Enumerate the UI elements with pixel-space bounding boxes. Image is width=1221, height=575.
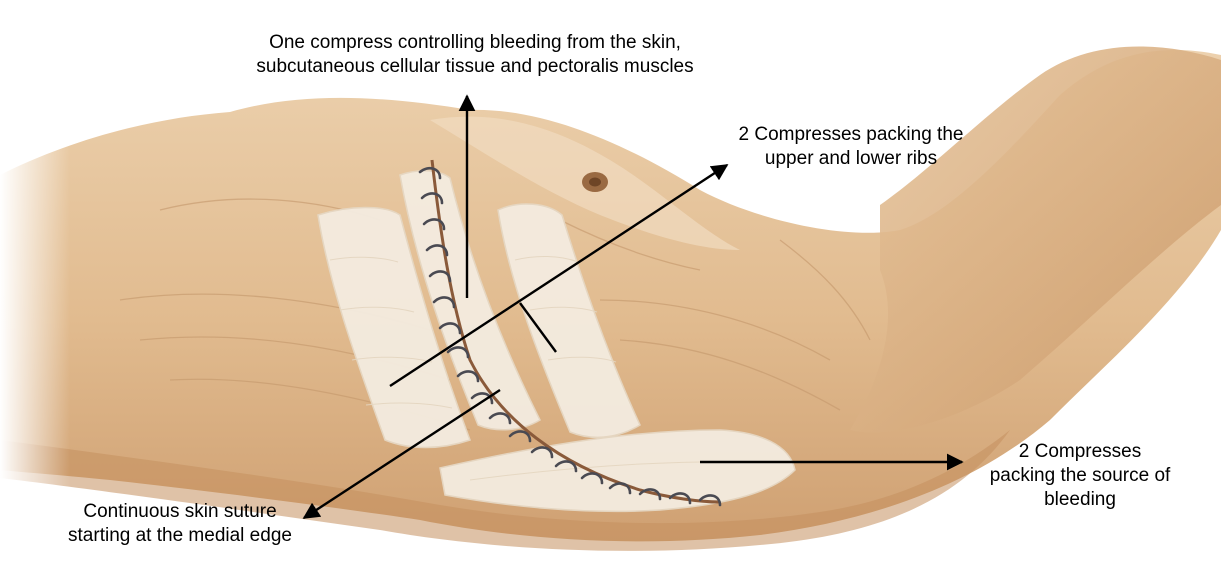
label-right: 2 Compresses packing the source of bleed… (960, 440, 1200, 512)
label-right-line1: 2 Compresses (1018, 441, 1142, 462)
arrow-bottom-left (302, 388, 501, 520)
label-upper-right: 2 Compresses packing the upper and lower… (706, 123, 996, 171)
branch-to-compress (519, 302, 557, 353)
continuous-suture (418, 166, 722, 507)
label-upper-right-line1: 2 Compresses packing the (738, 124, 964, 145)
compress-bottom (439, 429, 796, 513)
label-right-line3: bleeding (1044, 489, 1116, 510)
label-bottom-left-line1: Continuous skin suture (83, 501, 277, 522)
label-right-line2: packing the source of (989, 465, 1171, 486)
compress-center (399, 170, 541, 431)
arm (850, 46, 1221, 433)
label-top-line2: subcutaneous cellular tissue and pectora… (256, 56, 694, 77)
lower-shadow (0, 430, 1010, 551)
annotation-pointers (302, 94, 964, 520)
compress-left (317, 206, 471, 449)
label-bottom-left-line2: starting at the medial edge (68, 525, 292, 546)
gauze-compresses (317, 170, 796, 513)
arrow-upper-right (389, 163, 729, 388)
compress-right (497, 203, 641, 439)
incision (430, 159, 721, 504)
nipple-center (589, 177, 601, 187)
label-upper-right-line2: upper and lower ribs (764, 148, 938, 169)
label-top-line1: One compress controlling bleeding from t… (269, 32, 681, 53)
label-bottom-left: Continuous skin suture starting at the m… (40, 500, 320, 548)
label-top: One compress controlling bleeding from t… (210, 31, 740, 79)
left-fade (0, 0, 70, 575)
